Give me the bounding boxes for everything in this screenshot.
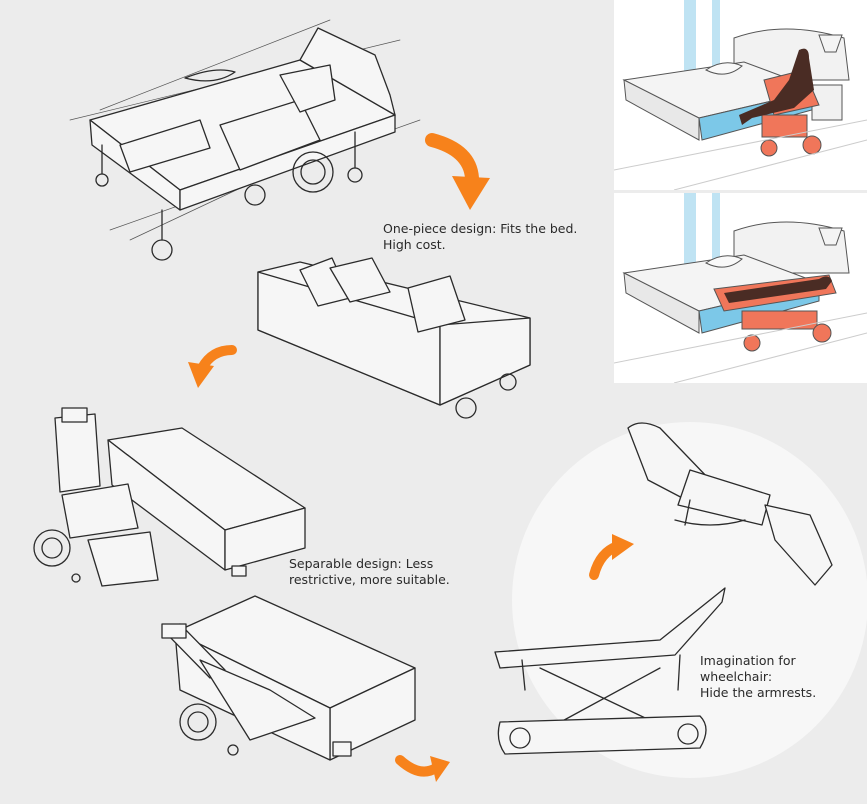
curved-arrow-icon (395, 755, 450, 782)
wheelchair-and-bed-sketch (33, 407, 306, 587)
wheelchair-caption: Imagination for wheelchair: Hide the arm… (700, 653, 817, 700)
curved-arrow-icon (425, 133, 490, 210)
one-piece-sketch (69, 19, 421, 261)
reclined-chair-sketch (161, 595, 416, 761)
bed-with-seat-sketch (257, 257, 531, 419)
curved-arrow-icon (188, 345, 237, 388)
curved-arrow-icon (589, 534, 634, 580)
recliner-upright-sketch (627, 422, 833, 586)
separable-caption: Separable design: Less restrictive, more… (289, 556, 450, 587)
one-piece-caption: One-piece design: Fits the bed. High cos… (383, 221, 578, 252)
render-sitting (614, 0, 867, 190)
recliner-flat-sketch (494, 587, 726, 755)
render-lying (614, 193, 867, 383)
